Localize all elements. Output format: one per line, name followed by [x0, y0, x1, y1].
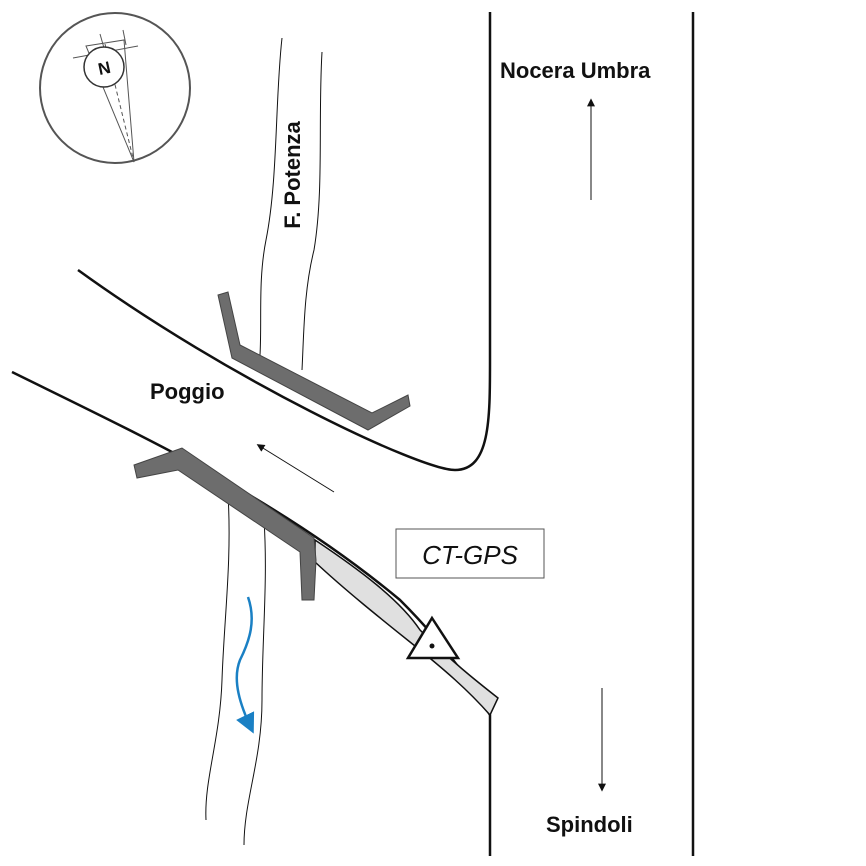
- river-bank-west-lower: [205, 494, 230, 821]
- direction-arrow-icon: [256, 444, 335, 493]
- river-flow-arrow-icon: [235, 596, 255, 734]
- river-bank-east-upper: [301, 51, 323, 371]
- river-bank-west-upper: [259, 37, 283, 356]
- station-label-box: [395, 528, 545, 579]
- compass-icon: N: [39, 12, 191, 164]
- road-main-west-edge: [77, 12, 492, 472]
- bridge-upper: [217, 291, 411, 431]
- bridge-lower: [133, 447, 317, 601]
- town-label-south: Spindoli: [546, 812, 633, 837]
- river-bank-east-lower: [243, 519, 266, 846]
- station-triangle-icon: [405, 615, 461, 660]
- embankment: [314, 538, 499, 717]
- town-label-north: Nocera Umbra: [500, 58, 651, 83]
- village-label: Poggio: [150, 379, 225, 404]
- compass-north-label: N: [96, 58, 112, 79]
- river-label: F. Potenza: [280, 120, 305, 228]
- station-label: CT-GPS: [422, 540, 518, 570]
